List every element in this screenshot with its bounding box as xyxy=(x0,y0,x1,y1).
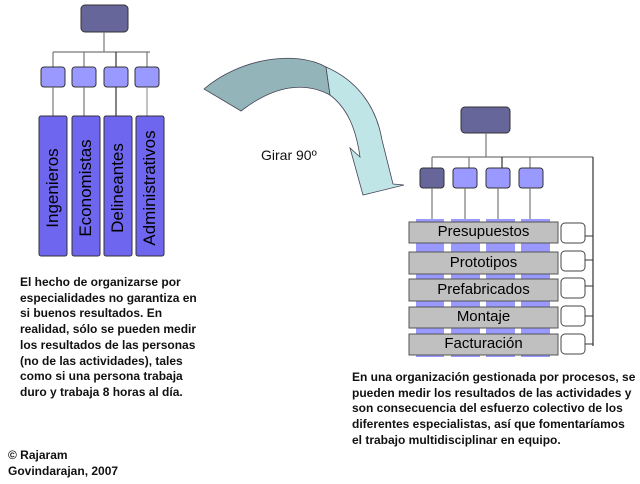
rotate-label: Girar 90º xyxy=(261,147,317,163)
left-column-2 xyxy=(71,115,101,257)
right-mid-box-1 xyxy=(419,167,445,189)
process-bar-4 xyxy=(408,306,559,329)
process-label-montaje: Montaje xyxy=(456,308,511,325)
right-top-box xyxy=(460,106,511,134)
rotate-arrow-head xyxy=(325,66,405,196)
right-mid-box-3 xyxy=(485,167,511,189)
left-column-3 xyxy=(103,115,133,257)
process-label-prefabricados: Prefabricados xyxy=(437,281,530,298)
process-label-prototipos: Prototipos xyxy=(449,254,518,271)
left-mid-box-3 xyxy=(103,66,129,88)
functional-org-chart xyxy=(38,4,165,257)
process-org-chart xyxy=(408,106,594,357)
process-owner-box-2 xyxy=(560,250,586,272)
process-bar-5 xyxy=(408,333,559,356)
column-label-administrativos: Administrativos xyxy=(140,130,159,246)
process-bar-2 xyxy=(408,251,559,275)
process-label-presupuestos: Presupuestos xyxy=(437,223,530,240)
credit-line-1: © Rajaram xyxy=(8,448,68,462)
process-owner-box-1 xyxy=(560,222,586,244)
right-mid-box-4 xyxy=(518,167,544,189)
credit-line-2: Govindarajan, 2007 xyxy=(8,464,119,478)
right-mid-box-2 xyxy=(452,167,478,189)
left-mid-box-2 xyxy=(71,66,97,88)
process-bar-3 xyxy=(408,278,559,302)
column-label-ingenieros: Ingenieros xyxy=(43,148,62,228)
process-org-description: En una organización gestionada por proce… xyxy=(352,370,636,447)
column-label-economistas: Economistas xyxy=(76,139,95,237)
left-top-box xyxy=(80,4,129,33)
rotate-arrow-tail xyxy=(203,57,331,112)
process-owner-box-4 xyxy=(560,305,586,327)
rotate-arrow xyxy=(203,57,405,196)
process-label-facturacion: Facturación xyxy=(444,335,523,352)
left-column-4 xyxy=(135,115,165,257)
column-label-delineantes: Delineantes xyxy=(108,143,127,233)
process-owner-box-3 xyxy=(560,277,586,299)
process-owner-box-5 xyxy=(560,333,586,355)
process-bar-1 xyxy=(408,221,559,244)
functional-org-description: El hecho de organizarse por especialidad… xyxy=(20,275,197,399)
left-mid-box-4 xyxy=(134,66,160,88)
copyright-credit: © Rajaram Govindarajan, 2007 xyxy=(8,447,118,479)
left-column-1 xyxy=(38,115,68,257)
left-mid-box-1 xyxy=(40,66,66,88)
